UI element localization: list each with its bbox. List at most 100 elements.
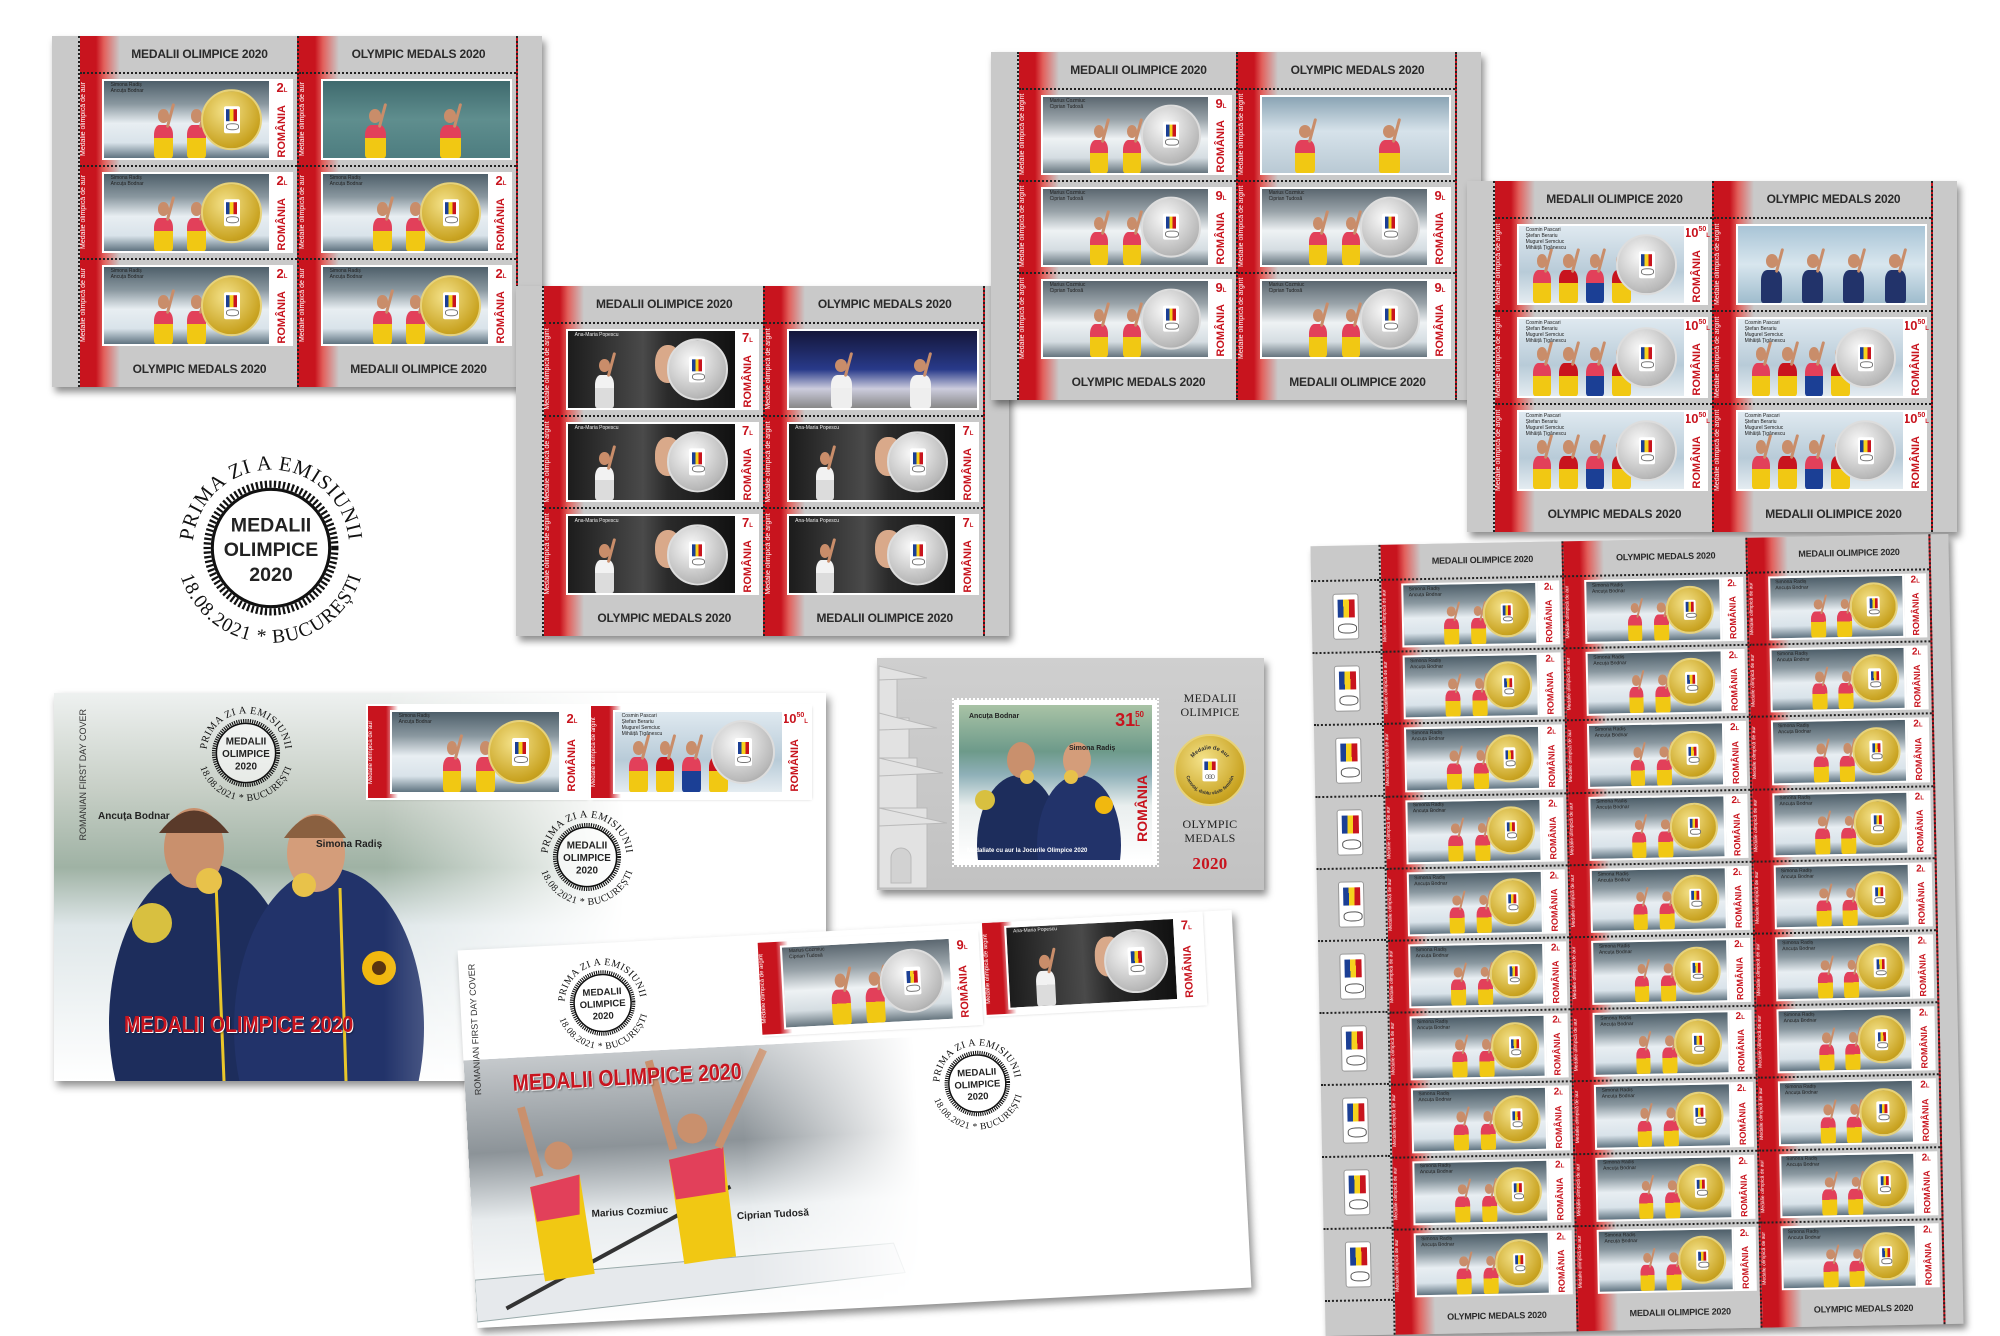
athlete-body (1308, 324, 1328, 357)
postmark-center-line: 2020 (249, 564, 293, 586)
stamp-side-text: Medalie olimpică de aur (1758, 1159, 1767, 1213)
margin-cell (1319, 1010, 1389, 1085)
athlete-body (1810, 611, 1827, 638)
silver-medal-icon (1615, 419, 1678, 482)
athlete-figure (1632, 1030, 1654, 1075)
value-currency: L (1550, 657, 1555, 664)
stamp-value: 1050L (782, 712, 808, 725)
olympic-committee-logo (442, 292, 459, 319)
stamp-value: 2L (1547, 726, 1556, 737)
olympic-committee-logo (1857, 344, 1874, 371)
value-currency: L (749, 523, 753, 530)
athlete-body (406, 310, 425, 344)
athlete-head (1808, 440, 1820, 454)
athlete-figure (1529, 340, 1555, 396)
stamp-side-text: Medalie olimpică de aur (1385, 806, 1393, 859)
gold-medal-icon (419, 274, 482, 337)
athlete-body (1634, 975, 1650, 1003)
olympic-committee-logo (1336, 809, 1364, 856)
athlete-head (1536, 440, 1548, 454)
olympic-committee-logo (1382, 213, 1398, 241)
stamp-side-text: Medalie olimpică de aur (299, 82, 306, 157)
value-currency: L (1741, 1015, 1745, 1022)
svg-text:Medalie de aur: Medalie de aur (1190, 745, 1231, 760)
gold-medal-icon (200, 181, 263, 244)
athlete-body (1817, 972, 1833, 999)
value-main: 9 (1434, 280, 1442, 295)
value-currency: L (1736, 798, 1741, 805)
stamp-value: 2L (1923, 1224, 1932, 1235)
postmark-center-line: MEDALII (226, 737, 267, 748)
postmark-stamp: PRIMA ZI A EMISIUNII18.08.2021*BUCUREȘTI… (197, 705, 293, 804)
athlete-body (1635, 1048, 1652, 1075)
olympic-committee-logo (1689, 888, 1702, 910)
athlete-body (442, 757, 462, 792)
athlete-figure (826, 966, 856, 1025)
athlete-figure (1119, 302, 1145, 357)
olympic-committee-logo (1500, 603, 1514, 624)
country-name: ROMÂNIA (1727, 596, 1738, 640)
athlete-figure (1814, 955, 1836, 999)
sheet-footer: MEDALII OLIMPICE 2020 (1289, 375, 1426, 389)
stamp-value: 2L (1544, 582, 1553, 593)
gold-medal-icon (1675, 1090, 1725, 1140)
country-name: ROMÂNIA (1434, 304, 1446, 357)
olympic-committee-logo (1878, 1173, 1891, 1195)
athlete-body (1532, 362, 1552, 396)
gold-medal-icon (1676, 1162, 1726, 1213)
athlete-name: Cosmin Pascari (1744, 413, 1780, 420)
stamp-value: 7L (1180, 917, 1192, 932)
olympic-committee-logo (1879, 1245, 1893, 1267)
athlete-head (1755, 440, 1767, 454)
athlete-body (1532, 269, 1552, 303)
value-currency: L (283, 88, 288, 94)
silver-medal-icon (1140, 288, 1202, 350)
olympic-committee-logo (1683, 599, 1697, 621)
athlete-body (1637, 1120, 1653, 1147)
olympic-committee-logo (1872, 884, 1886, 906)
postmark-stamp: PRIMA ZI A EMISIUNII18.08.2021*BUCUREȘTI… (929, 1035, 1026, 1134)
stamp-value: 2L (1922, 1152, 1931, 1163)
olympic-committee-logo (1868, 668, 1882, 689)
value-currency: L (1917, 650, 1922, 657)
vignette-label: Medalie olimpică de argint (1714, 217, 1931, 310)
athlete-body (1630, 759, 1646, 786)
value-main: 7 (742, 515, 750, 531)
value-currency: L (1553, 802, 1558, 809)
athlete-name: Ana-Maria Popescu (795, 424, 840, 431)
athlete-head (1312, 216, 1324, 230)
value-currency: L (1706, 326, 1710, 332)
athlete-name: Ancuța Bodnar (329, 181, 363, 188)
sheet-header: OLYMPIC MEDALS 2020 (1615, 550, 1716, 563)
athlete-head (1889, 254, 1902, 268)
athlete-body (1341, 232, 1361, 265)
sheet-header: MEDALII OLIMPICE 2020 (596, 297, 733, 311)
athlete-name: Ancuța Bodnar (1591, 587, 1626, 595)
athlete-name: Simona Radiș (316, 839, 383, 850)
stamp-side-text: Medalie olimpică de aur (1749, 654, 1757, 708)
value-sup: 50 (1917, 319, 1926, 326)
